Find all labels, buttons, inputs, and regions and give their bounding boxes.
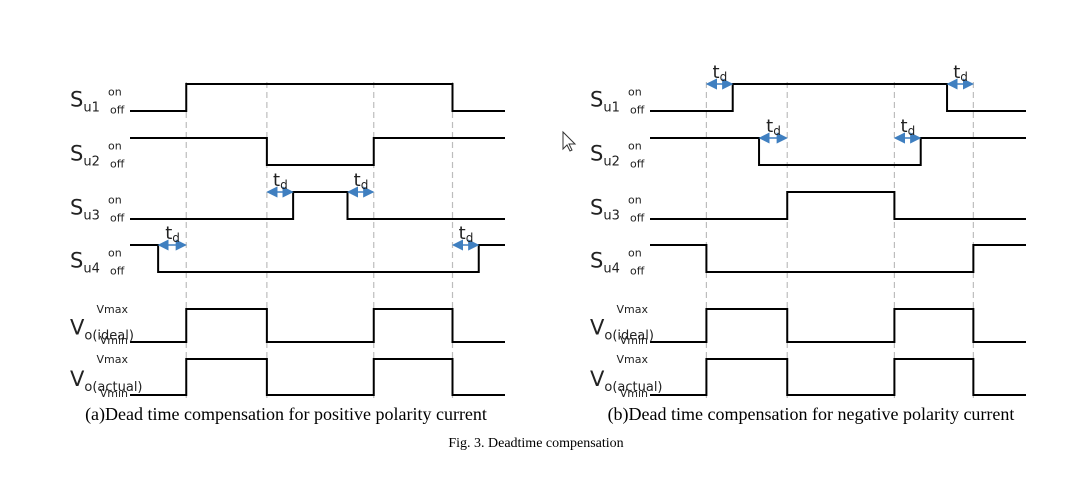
state-label-off: off	[110, 212, 125, 225]
waveform-v-oideal	[650, 308, 1026, 343]
figure-caption: Fig. 3. Deadtime compensation	[448, 436, 623, 451]
panel-negative-polarity: Su1onoffSu2onoffSu3onoffSu4onoffVo(ideal…	[590, 62, 1026, 400]
waveform-s-u4	[650, 244, 1026, 273]
signal-label: Su1	[590, 88, 620, 116]
signal-label: Su2	[70, 142, 100, 170]
state-label-on: on	[108, 86, 122, 99]
deadtime-label: td	[953, 62, 968, 84]
deadtime-label: td	[766, 116, 781, 138]
state-label-on: on	[628, 247, 642, 260]
state-label-off: off	[110, 158, 125, 171]
deadtime-label: td	[459, 223, 474, 245]
state-label-on: on	[628, 140, 642, 153]
state-label-min: Vmin	[620, 387, 648, 400]
signal-label: Su3	[590, 196, 620, 224]
waveform-s-u4	[130, 244, 505, 273]
deadtime-label: td	[354, 170, 369, 192]
state-label-on: on	[108, 194, 122, 207]
state-label-on: on	[628, 86, 642, 99]
signal-label: Su1	[70, 88, 100, 116]
signal-label: Su3	[70, 196, 100, 224]
state-label-on: on	[108, 247, 122, 260]
waveform-s-u3	[650, 191, 1026, 220]
panel-a-caption: (a)Dead time compensation for positive p…	[85, 404, 487, 425]
state-label-off: off	[630, 212, 645, 225]
state-label-min: Vmin	[620, 334, 648, 347]
state-label-off: off	[630, 265, 645, 278]
state-label-off: off	[110, 104, 125, 117]
panel-positive-polarity: Su1onoffSu2onoffSu3onoffSu4onoffVo(ideal…	[70, 82, 505, 400]
signal-label: Su4	[590, 249, 620, 277]
waveform-v-oactual	[130, 358, 505, 396]
deadtime-label: td	[165, 223, 180, 245]
waveform-s-u2	[130, 137, 505, 166]
signal-label: Su4	[70, 249, 100, 277]
waveform-s-u2	[650, 137, 1026, 166]
panel-b-caption: (b)Dead time compensation for negative p…	[608, 404, 1015, 425]
waveform-s-u1	[650, 83, 1026, 112]
state-label-max: Vmax	[97, 303, 129, 316]
state-label-on: on	[628, 194, 642, 207]
state-label-max: Vmax	[617, 303, 649, 316]
state-label-on: on	[108, 140, 122, 153]
signal-label: Su2	[590, 142, 620, 170]
mouse-pointer-icon	[562, 130, 577, 152]
waveform-v-oideal	[130, 308, 505, 343]
state-label-min: Vmin	[100, 387, 128, 400]
deadtime-label: td	[273, 170, 288, 192]
deadtime-label: td	[713, 62, 728, 84]
deadtime-label: td	[901, 116, 916, 138]
waveform-v-oactual	[650, 358, 1026, 396]
state-label-max: Vmax	[617, 353, 649, 366]
waveform-s-u1	[130, 83, 505, 112]
state-label-min: Vmin	[100, 334, 128, 347]
state-label-off: off	[630, 104, 645, 117]
state-label-max: Vmax	[97, 353, 129, 366]
state-label-off: off	[110, 265, 125, 278]
state-label-off: off	[630, 158, 645, 171]
waveform-s-u3	[130, 191, 505, 220]
